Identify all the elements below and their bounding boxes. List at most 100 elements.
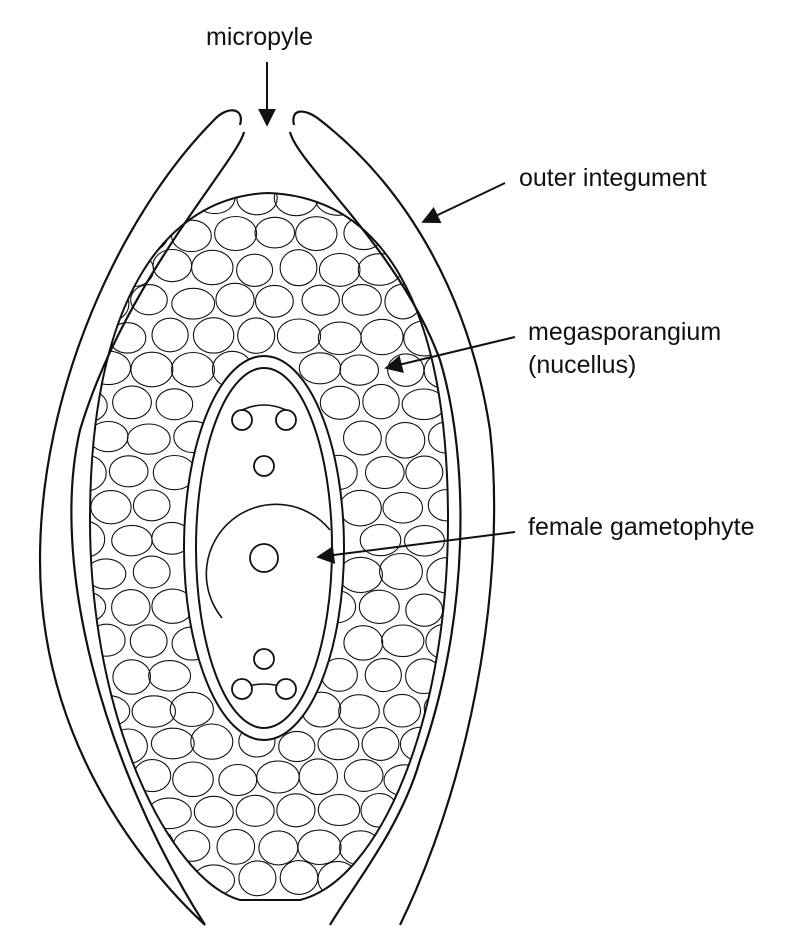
nucellus-cell — [317, 793, 361, 827]
nucellus-cell — [301, 284, 340, 316]
nucellus-cell — [319, 385, 361, 420]
nucellus-cell — [342, 420, 382, 456]
nucellus-cell — [151, 317, 189, 353]
nucellus-cell — [131, 695, 177, 728]
nucellus-cell — [146, 797, 192, 830]
nucellus-cell — [254, 284, 294, 318]
megasporangium-label: megasporangium — [528, 318, 722, 346]
nucellus-cell — [423, 691, 448, 725]
nucellus-cell — [341, 284, 382, 316]
nucellus-cell — [343, 759, 384, 792]
nucellus-cell — [90, 193, 107, 217]
micropyle-label: micropyle — [206, 23, 313, 51]
nucellus-cell — [297, 829, 342, 866]
nucellus-cell — [90, 860, 111, 898]
nucellus-cell — [273, 193, 319, 217]
nucellus-cell — [155, 388, 194, 421]
nucellus-cell — [130, 351, 174, 388]
nucellus-cell — [112, 385, 152, 420]
nucellus-cell — [279, 860, 319, 895]
nucellus-cell — [110, 795, 154, 831]
nucellus-cell — [214, 215, 258, 252]
central-cell — [205, 503, 331, 619]
nucellus-cell — [126, 423, 171, 455]
nucellus-cell — [90, 730, 107, 763]
nucellus-cell — [236, 253, 274, 287]
nucellus-cell — [358, 589, 400, 624]
nucellus-cell — [171, 287, 216, 320]
megasporangium-arrow — [384, 336, 516, 373]
nucellus-cell — [360, 193, 403, 217]
nucellus-cell — [192, 317, 235, 354]
nucellus-cell — [111, 589, 151, 626]
nucellus-cell — [170, 219, 212, 253]
nucellus-cell — [405, 455, 444, 490]
integument-right-lobe — [288, 110, 496, 926]
nucellus-cell — [90, 520, 106, 558]
nucellus-cell — [237, 317, 276, 354]
female-gametophyte-label: female gametophyte — [528, 513, 755, 541]
nucellus-cell — [339, 354, 380, 386]
nucellus-cell — [385, 421, 426, 459]
nucellus-cell — [169, 691, 214, 728]
nucellus-cell — [216, 828, 256, 865]
nucellus-cell — [403, 862, 442, 895]
nucellus-cell — [130, 284, 168, 316]
nucellus-cell — [254, 216, 296, 249]
nucellus-cell — [428, 832, 448, 865]
nucellus-cell — [172, 761, 214, 798]
nucellus-cell — [364, 658, 402, 693]
central-nucleus — [249, 543, 279, 573]
nucellus-cell — [105, 862, 150, 895]
nucellus-cell — [317, 321, 362, 356]
nucellus-cell — [298, 758, 339, 796]
nucellus-cell — [338, 694, 380, 729]
nucellus-cell — [399, 248, 443, 284]
nucellus-cell — [90, 490, 132, 525]
nucellus-cell — [427, 488, 448, 522]
nucellus-cell — [343, 216, 385, 251]
nucellus-label: (nucellus) — [528, 351, 637, 379]
nucellus-cell — [427, 421, 448, 454]
nucellus-cell — [90, 759, 134, 795]
nucellus-cell — [147, 863, 192, 900]
nucellus-cell — [90, 623, 126, 657]
nucellus-cell — [90, 285, 130, 322]
egg-apparatus-bridge — [241, 404, 287, 411]
nucellus-cell — [381, 624, 425, 658]
nucellus-cell — [90, 591, 107, 623]
nucellus-cell — [343, 625, 384, 661]
nucellus-cell — [279, 249, 318, 287]
nucellus-cell — [295, 216, 338, 252]
nucellus-cell — [236, 193, 278, 216]
nucellus-cell — [364, 455, 405, 490]
nucellus-cell — [215, 282, 255, 317]
nucellus-outline — [88, 191, 450, 901]
nucellus-cell — [90, 831, 132, 866]
nucellus-cell — [132, 489, 171, 522]
nucellus-cell — [191, 249, 234, 286]
integument-left-lobe — [38, 109, 246, 926]
nucellus-cell — [404, 794, 442, 830]
nucellus-cell — [338, 489, 382, 527]
nucellus-cell — [362, 383, 400, 420]
nucellus-cell — [359, 523, 402, 557]
nucellus-cell — [384, 283, 422, 320]
nucellus-cell — [318, 252, 361, 287]
nucellus-cell — [298, 352, 342, 385]
nucellus-cell — [405, 593, 444, 627]
nucellus-cell — [190, 723, 234, 760]
nucellus-cell — [360, 792, 399, 828]
nucellus-cell — [387, 353, 425, 387]
nucellus-cell — [148, 660, 192, 692]
nucellus-cell — [422, 216, 448, 249]
nucellus-cell — [111, 524, 153, 557]
nucellus-cell — [386, 826, 425, 861]
nucellus-cell — [258, 830, 299, 866]
nucellus-cell — [361, 726, 400, 761]
nucellus-cell — [235, 794, 275, 827]
nucellus-cell — [172, 829, 211, 862]
antipodal-cell — [231, 678, 253, 700]
nucellus-cell — [150, 727, 195, 760]
nucellus-cell — [90, 389, 108, 423]
